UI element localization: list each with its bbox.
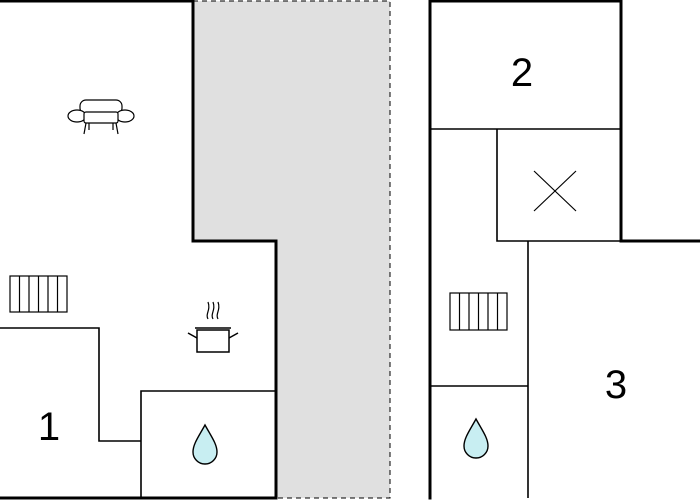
radiator-icon bbox=[449, 292, 508, 331]
water-drop-icon bbox=[192, 423, 218, 465]
right-unit-wall bbox=[428, 0, 700, 500]
sofa-icon bbox=[67, 99, 135, 135]
room-label-3: 3 bbox=[605, 363, 627, 407]
bathroom-left-partition bbox=[140, 390, 276, 498]
left-unit-wall bbox=[0, 0, 278, 500]
cooking-pot-icon bbox=[187, 301, 239, 353]
stairwell-box bbox=[496, 129, 621, 242]
room-label-2: 2 bbox=[511, 51, 533, 95]
room-label-1: 1 bbox=[38, 405, 60, 449]
water-drop-icon bbox=[463, 417, 489, 459]
right-unit bbox=[428, 0, 700, 500]
left-unit bbox=[0, 0, 278, 500]
room-1-partition bbox=[0, 327, 141, 442]
outdoor-area bbox=[193, 0, 391, 499]
stairwell-icon bbox=[533, 170, 577, 212]
radiator-icon bbox=[9, 275, 68, 313]
